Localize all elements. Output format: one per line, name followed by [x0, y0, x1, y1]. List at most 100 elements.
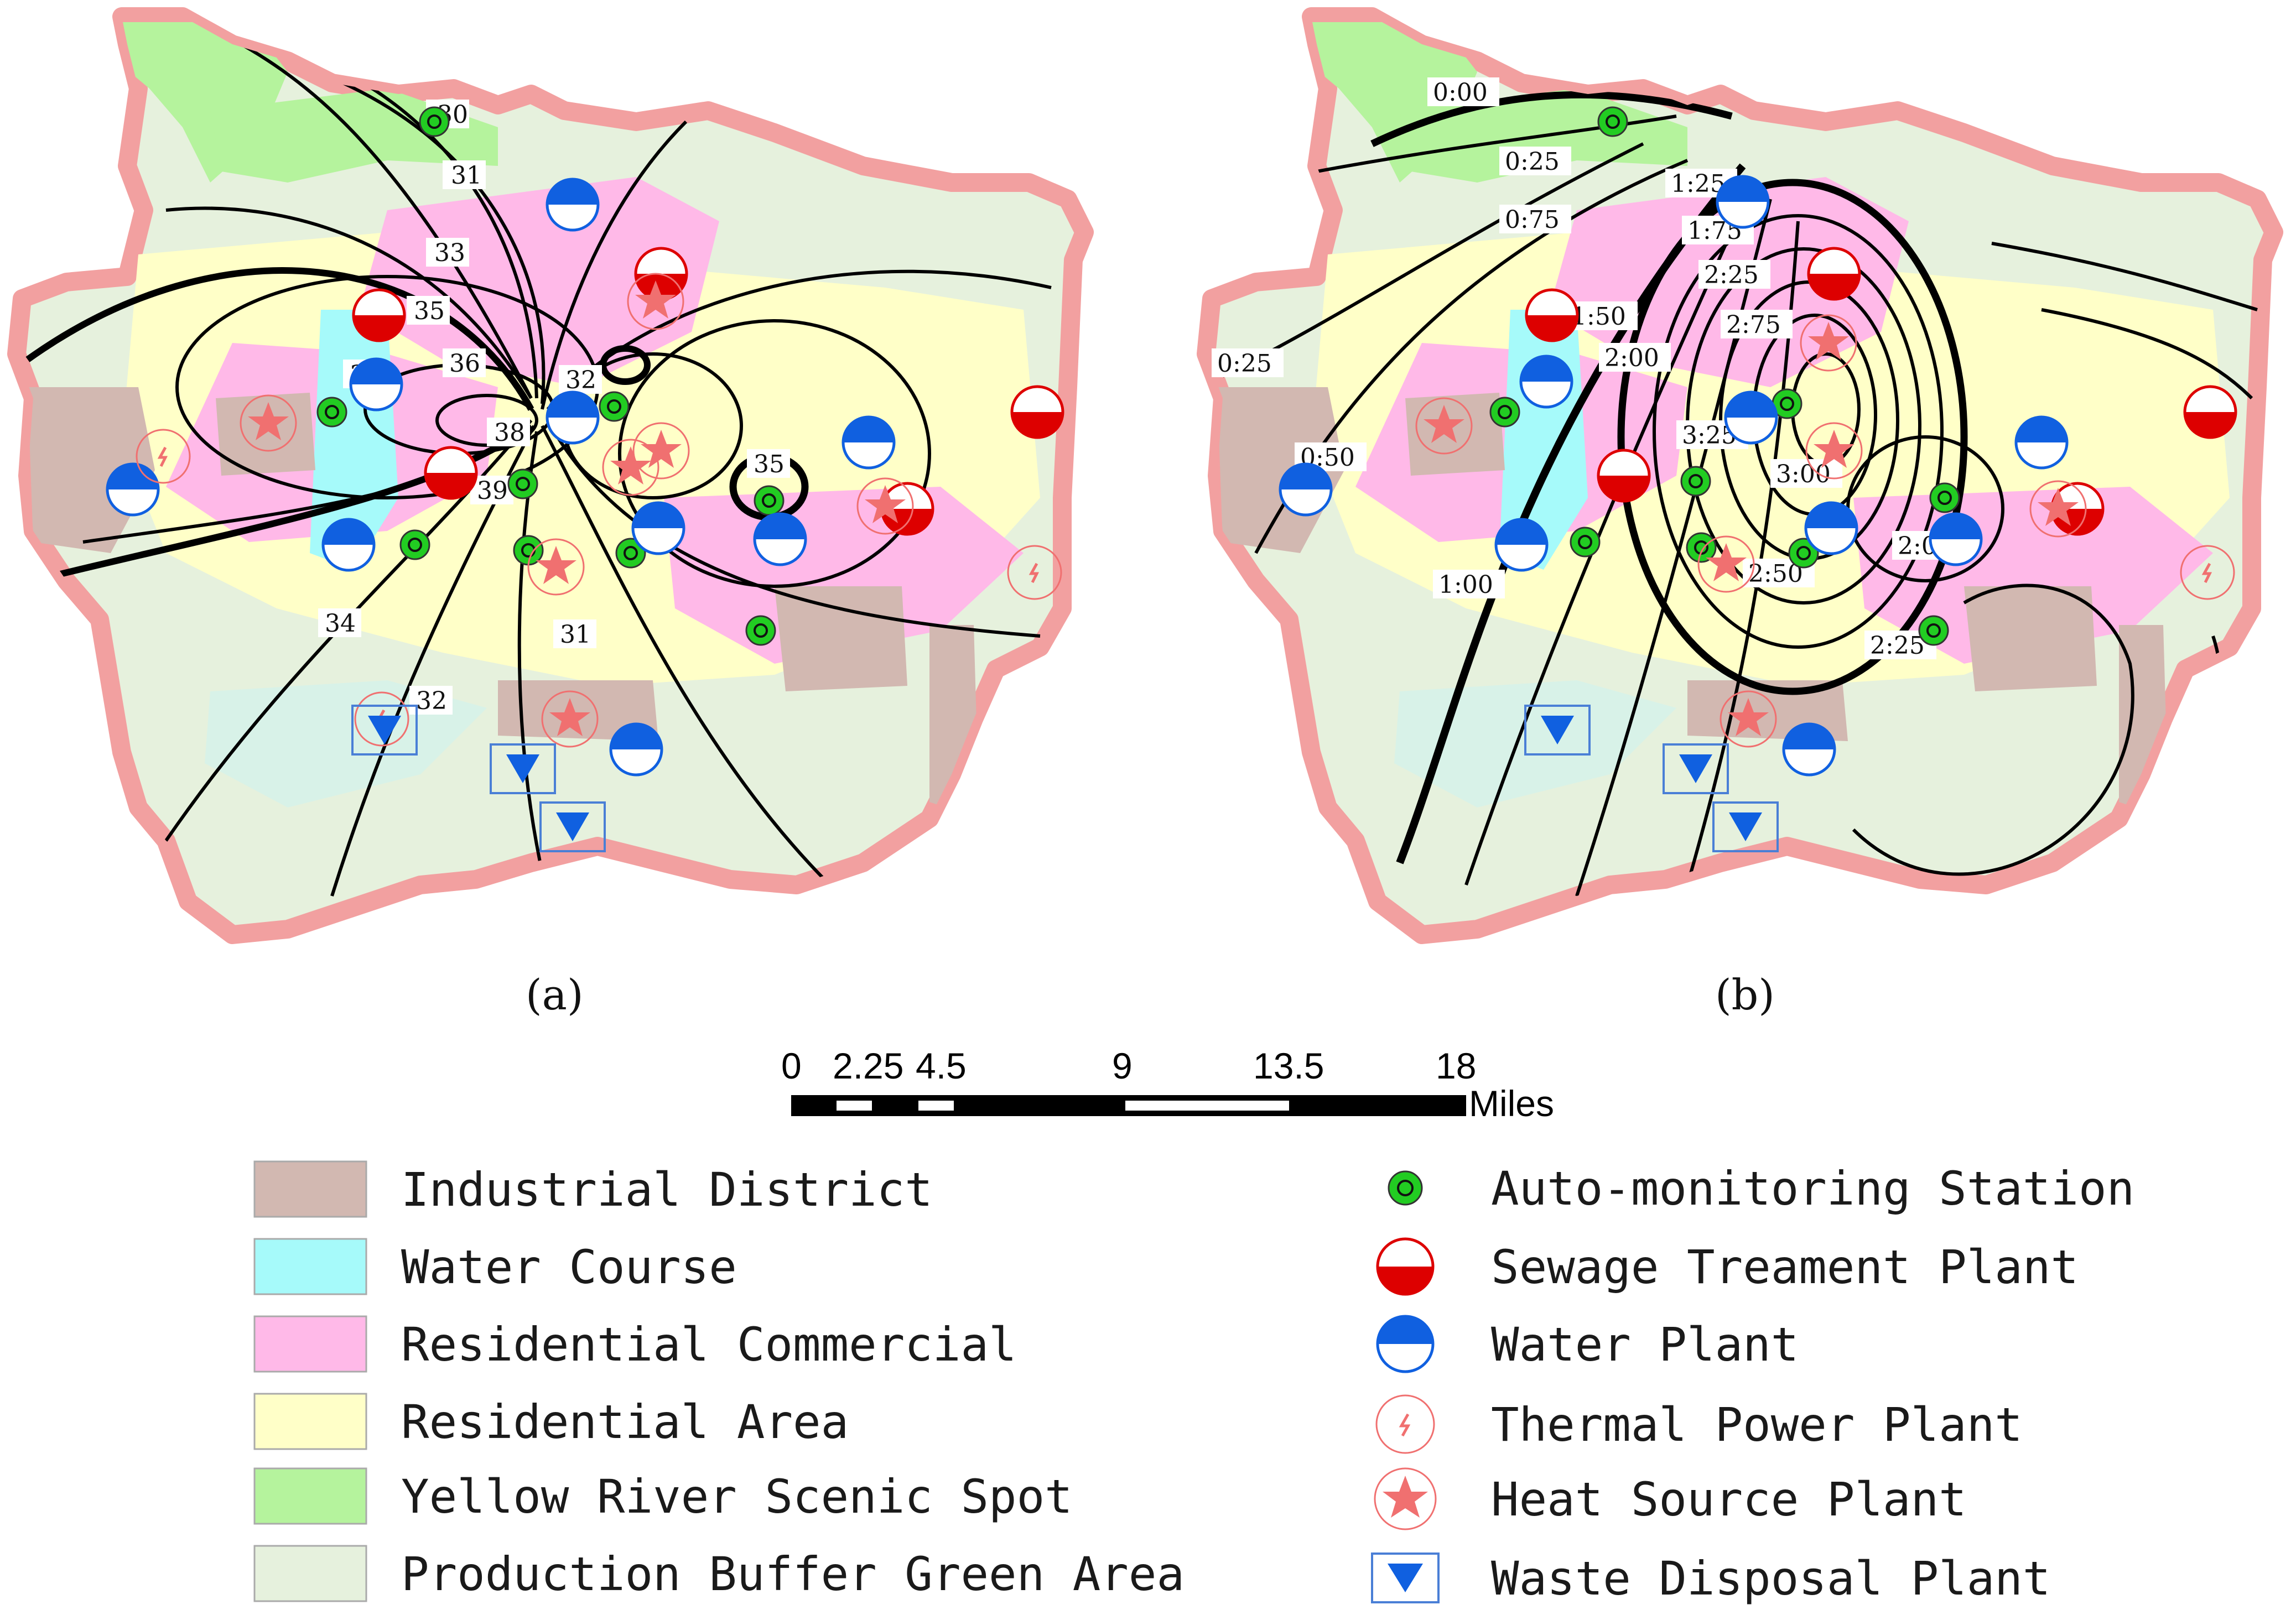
auto-monitoring-station-icon	[1489, 397, 1520, 428]
legend-label: Water Plant	[1491, 1317, 1799, 1372]
legend-label: Heat Source Plant	[1491, 1472, 1967, 1527]
city-zones-b	[1206, 17, 2274, 935]
legend-item-industrial-district: Industrial District	[253, 1160, 933, 1218]
scale-unit: Miles	[1469, 1083, 1554, 1124]
contour-labels-a: 30 31 33 35 36 37 38 39 32 35 34 32 31	[318, 100, 790, 715]
water-plant-icon	[1716, 175, 1770, 229]
contour-label: 1:00	[1438, 571, 1493, 599]
contour-label: 31	[451, 162, 482, 190]
thermal-power-plant-icon	[136, 429, 191, 484]
water-plant-icon	[1494, 518, 1549, 572]
contour-label: 32	[565, 366, 596, 394]
sewage-treatment-plant-icon	[352, 288, 406, 342]
city-zones-a	[17, 17, 1084, 935]
contour-label: 2:75	[1726, 311, 1781, 339]
legend-label: Residential Area	[401, 1395, 849, 1449]
auto-monitoring-station-icon	[1788, 538, 1819, 569]
legend-label: Thermal Power Plant	[1491, 1398, 2023, 1452]
water-plant-icon	[1519, 355, 1573, 409]
legend-label: Water Course	[401, 1240, 737, 1294]
heat-source-plant-icon	[2029, 480, 2087, 538]
water-plant-icon	[2014, 415, 2069, 470]
legend-label: Sewage Treament Plant	[1491, 1240, 2079, 1294]
contour-label: 32	[416, 687, 447, 715]
legend-label: Residential Commercial	[401, 1317, 1017, 1372]
legend-item-residential-area: Residential Area	[253, 1393, 849, 1450]
scale-bar-segment	[1125, 1101, 1289, 1111]
auto-monitoring-station-icon	[599, 391, 630, 422]
legend-item-waste-disposal-plant: Waste Disposal Plant	[1371, 1551, 2050, 1606]
scale-tick-label: 2.25	[833, 1045, 903, 1086]
water-plant-icon	[321, 518, 376, 572]
heat-source-plant-icon	[1720, 690, 1777, 748]
contour-label: 2:25	[1870, 632, 1925, 660]
contour-label: 38	[494, 419, 525, 447]
thermal-power-plant-icon	[2180, 545, 2235, 600]
auto-monitoring-station-icon	[1597, 106, 1628, 137]
contour-label: 0:75	[1505, 206, 1560, 234]
water-plant-icon	[1376, 1315, 1435, 1373]
water-plant-icon	[841, 415, 896, 470]
legend-zones: Industrial District Water Course Residen…	[253, 1160, 1185, 1602]
waste-disposal-plant-icon	[539, 801, 606, 852]
contour-label: 3:00	[1776, 460, 1831, 488]
scale-bar-segment	[918, 1101, 954, 1111]
auto-monitoring-station-icon	[507, 468, 538, 499]
contour-label: 36	[449, 350, 480, 378]
sewage-treatment-plant-icon	[1010, 385, 1064, 439]
water-plant-icon	[1929, 512, 1983, 566]
panel-label-a: (a)	[526, 970, 584, 1019]
scale-tick-label: 18	[1436, 1045, 1476, 1086]
map-panel-a: 30 31 33 35 36 37 38 39 32 35 34 32 31	[17, 17, 1084, 1019]
auto-monitoring-station-icon	[1680, 466, 1711, 497]
heat-source-plant-icon	[627, 273, 684, 330]
water-plant-icon	[546, 178, 600, 232]
sewage-treatment-plant-icon	[1597, 449, 1651, 503]
water-plant-icon	[1724, 390, 1778, 445]
contour-label: 1:25	[1671, 170, 1726, 198]
thermal-power-plant-icon	[1375, 1394, 1435, 1454]
legend-label: Industrial District	[401, 1163, 933, 1217]
auto-monitoring-station-icon	[754, 485, 785, 516]
legend-item-water-plant: Water Plant	[1376, 1315, 1799, 1373]
facilities-b	[1279, 106, 2237, 852]
legend-item-residential-commercial: Residential Commercial	[253, 1315, 1017, 1373]
waste-disposal-plant-icon	[1712, 801, 1779, 852]
scale-tick-label: 13.5	[1253, 1045, 1324, 1086]
heat-source-plant-icon	[1800, 314, 1857, 372]
map-panel-b: 0:00 0:25 0:75 1:25 1:75 2:25 2:75 1:50 …	[1206, 17, 2274, 1019]
scale-tick-label: 0	[781, 1045, 802, 1086]
contour-label: 34	[325, 609, 356, 638]
water-plant-icon	[631, 501, 685, 555]
legend-item-heat-source-plant: Heat Source Plant	[1374, 1467, 1967, 1530]
legend-item-water-course: Water Course	[253, 1238, 737, 1295]
contour-label: 31	[560, 621, 591, 649]
scale-bar-segment	[837, 1101, 872, 1111]
legend-label: Yellow River Scenic Spot	[401, 1470, 1073, 1524]
waste-disposal-plant-icon	[351, 705, 418, 756]
thermal-power-plant-icon	[1007, 545, 1062, 600]
heat-source-plant-icon	[856, 477, 914, 535]
heat-source-plant-icon	[1697, 535, 1755, 593]
heat-source-plant-icon	[240, 394, 297, 452]
legend-item-production-buffer-green-area: Production Buffer Green Area	[253, 1545, 1185, 1602]
sewage-treatment-plant-icon	[2183, 385, 2237, 439]
water-plant-icon	[1782, 722, 1836, 777]
waste-disposal-plant-icon	[1371, 1553, 1440, 1603]
waste-disposal-plant-icon	[490, 743, 556, 794]
legend-label: Auto-monitoring Station	[1491, 1161, 2134, 1216]
water-plant-icon	[1279, 462, 1333, 517]
auto-monitoring-station-icon	[1570, 527, 1601, 558]
contour-label: 35	[414, 297, 445, 325]
scale-tick-label: 4.5	[916, 1045, 967, 1086]
sewage-treatment-plant-icon	[1807, 247, 1861, 301]
auto-monitoring-station-icon	[615, 538, 646, 569]
auto-monitoring-station-icon	[316, 397, 347, 428]
water-plant-icon	[349, 357, 403, 411]
legend-label: Production Buffer Green Area	[401, 1547, 1185, 1601]
scale-tick-label: 9	[1112, 1045, 1133, 1086]
legend-item-auto-monitoring-station: Auto-monitoring Station	[1388, 1161, 2134, 1216]
contour-label: 0:00	[1433, 79, 1488, 107]
facilities-a	[106, 106, 1064, 852]
contour-label: 0:25	[1505, 148, 1560, 176]
